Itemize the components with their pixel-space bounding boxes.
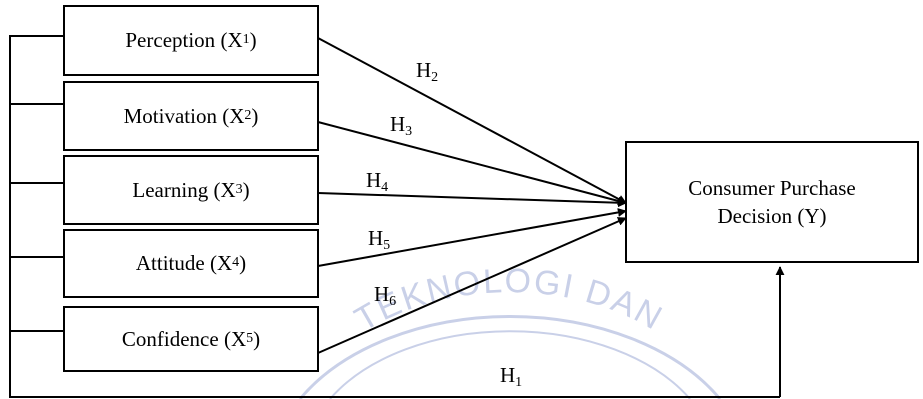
label-h4: H4 <box>366 168 388 196</box>
label-h4-index: 4 <box>381 180 389 195</box>
label-h2: H2 <box>416 58 438 86</box>
outcome-line-2: Decision (Y) <box>717 204 827 228</box>
label-h5: H5 <box>368 226 390 254</box>
label-h1: H1 <box>500 363 522 391</box>
label-h6-index: 6 <box>389 294 397 309</box>
label-h6: H6 <box>374 282 396 310</box>
h3-arrow <box>317 121 627 206</box>
label-h1-letter: H <box>500 363 516 387</box>
node-perception-label: Perception <box>125 28 216 53</box>
h4-arrow <box>317 192 627 208</box>
node-perception-index: 1 <box>242 32 250 48</box>
node-consumer-purchase-decision: Consumer Purchase Decision (Y) <box>625 141 919 263</box>
outcome-line-1: Consumer Purchase <box>688 175 856 200</box>
label-h5-index: 5 <box>383 238 391 253</box>
h5-arrow <box>317 207 627 267</box>
node-motivation-label: Motivation <box>123 103 217 128</box>
node-confidence-symbol: X <box>230 326 247 351</box>
label-h3: H3 <box>390 112 412 140</box>
label-h3-index: 3 <box>405 124 413 139</box>
node-perception-symbol: X <box>227 28 243 53</box>
node-confidence-index: 5 <box>246 330 254 346</box>
node-confidence-label: Confidence <box>121 326 219 351</box>
h6-arrow <box>317 217 627 354</box>
node-attitude-symbol: X <box>216 251 233 276</box>
node-attitude-index: 4 <box>232 255 240 271</box>
label-h6-letter: H <box>374 282 390 306</box>
label-h4-letter: H <box>366 168 382 192</box>
label-h5-letter: H <box>368 226 384 250</box>
label-h3-letter: H <box>390 112 406 136</box>
h2-arrow <box>317 37 627 204</box>
node-learning-symbol: X <box>220 177 236 202</box>
label-h2-index: 2 <box>431 70 439 85</box>
node-motivation-symbol: X <box>229 103 245 128</box>
label-h2-letter: H <box>416 58 432 82</box>
node-motivation-index: 2 <box>244 107 252 123</box>
node-learning-index: 3 <box>235 181 243 197</box>
node-learning-label: Learning <box>132 177 209 202</box>
node-attitude-label: Attitude <box>135 251 205 276</box>
label-h1-index: 1 <box>515 375 523 390</box>
